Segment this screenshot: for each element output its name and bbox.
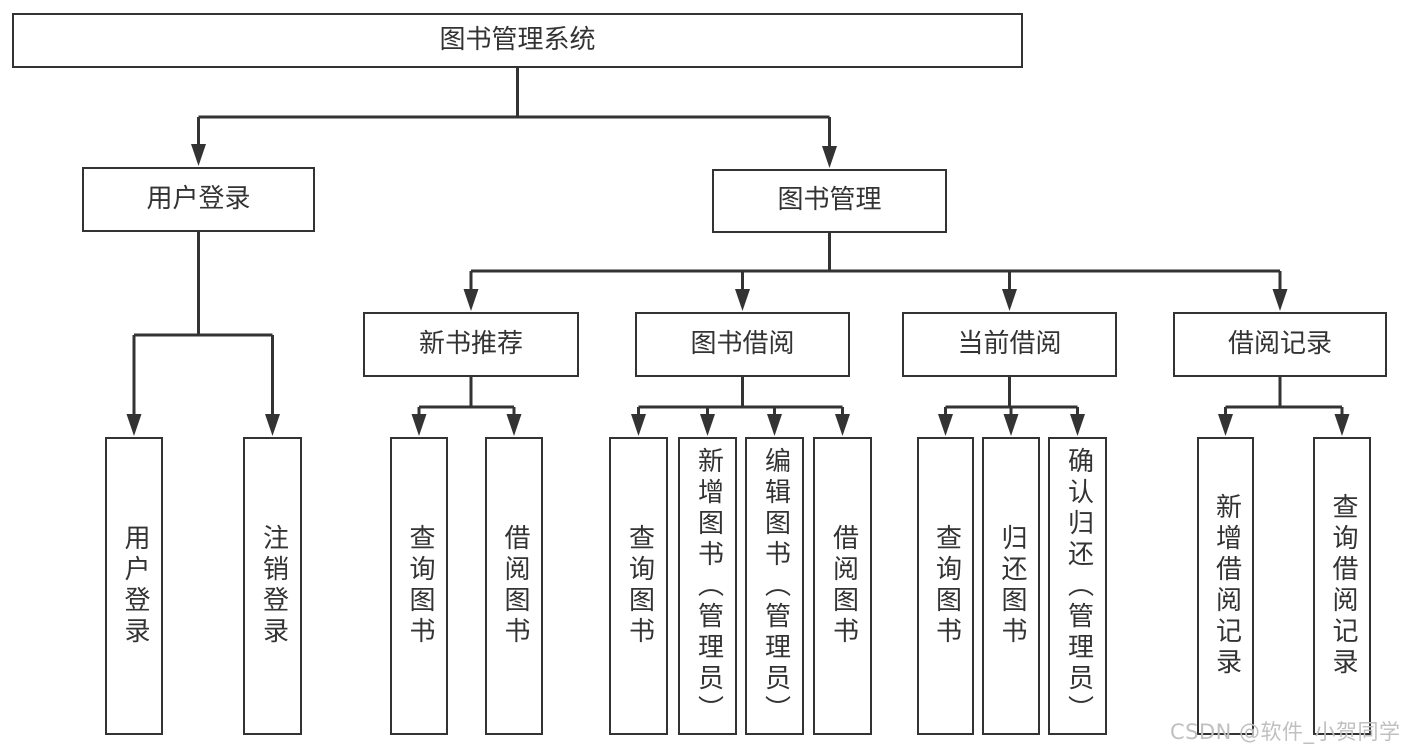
- leaf-add-borrow-record: 新增借阅记录: [1197, 437, 1254, 735]
- arrow-down-icon: [1334, 414, 1350, 436]
- arrow-down-icon: [767, 414, 782, 436]
- leaf-confirm-return-admin-label: 确认归还（管理员）: [1063, 446, 1094, 726]
- leaf-return-book: 归还图书: [982, 437, 1040, 735]
- leaf-return-book-label: 归还图书: [996, 524, 1027, 648]
- leaf-borrow-books-2-label: 借阅图书: [828, 524, 859, 648]
- leaf-edit-book-admin: 编辑图书（管理员）: [745, 437, 804, 735]
- leaf-user-login-label: 用户登录: [119, 524, 150, 648]
- node-user-login: 用户登录: [82, 167, 315, 232]
- leaf-query-books-3: 查询图书: [917, 437, 974, 735]
- leaf-edit-book-admin-label: 编辑图书（管理员）: [760, 446, 791, 726]
- connector-borrow-records-children: [1224, 377, 1344, 420]
- node-user-login-label: 用户登录: [146, 183, 251, 214]
- connector-user-login-children: [132, 232, 274, 420]
- node-book-borrow-label: 图书借阅: [690, 328, 795, 359]
- arrow-down-icon: [1070, 414, 1085, 436]
- leaf-user-login: 用户登录: [105, 437, 163, 735]
- arrow-down-icon: [835, 414, 850, 436]
- node-book-mgmt-label: 图书管理: [777, 185, 882, 216]
- leaf-borrow-books-2: 借阅图书: [813, 437, 872, 735]
- leaf-query-borrow-record-label: 查询借阅记录: [1327, 493, 1358, 679]
- node-new-book-rec-label: 新书推荐: [418, 328, 523, 359]
- leaf-borrow-books-1: 借阅图书: [485, 437, 543, 735]
- leaf-query-books-1-label: 查询图书: [404, 524, 435, 648]
- arrow-down-icon: [191, 144, 206, 166]
- node-borrow-records: 借阅记录: [1173, 312, 1387, 377]
- leaf-query-books-2-label: 查询图书: [624, 524, 655, 648]
- arrow-down-icon: [938, 414, 953, 436]
- arrow-down-icon: [700, 414, 715, 436]
- node-current-borrow: 当前借阅: [902, 312, 1117, 377]
- leaf-query-books-1: 查询图书: [390, 437, 448, 735]
- arrow-down-icon: [1272, 289, 1288, 311]
- leaf-query-books-2: 查询图书: [609, 437, 668, 735]
- node-current-borrow-label: 当前借阅: [957, 328, 1062, 359]
- node-borrow-records-label: 借阅记录: [1227, 328, 1332, 359]
- leaf-borrow-books-1-label: 借阅图书: [499, 524, 530, 648]
- connector-root-to-level2: [197, 68, 831, 152]
- connector-current-borrow-children: [944, 377, 1079, 420]
- connector-book-borrow-children: [637, 377, 844, 420]
- leaf-add-book-admin: 新增图书（管理员）: [678, 437, 737, 735]
- arrow-down-icon: [631, 414, 646, 436]
- watermark: CSDN @软件_小贺同学: [1170, 720, 1401, 744]
- leaf-add-book-admin-label: 新增图书（管理员）: [693, 446, 724, 726]
- connector-book-mgmt-children: [469, 233, 1282, 296]
- arrow-down-icon: [265, 414, 280, 436]
- arrow-down-icon: [822, 146, 837, 168]
- arrow-down-icon: [126, 414, 142, 436]
- node-new-book-rec: 新书推荐: [363, 312, 579, 377]
- leaf-confirm-return-admin: 确认归还（管理员）: [1048, 437, 1107, 735]
- leaf-query-borrow-record: 查询借阅记录: [1313, 437, 1371, 735]
- arrow-down-icon: [506, 414, 522, 436]
- arrow-down-icon: [1003, 414, 1019, 436]
- leaf-logout-label: 注销登录: [258, 524, 289, 648]
- connector-new-book-children: [417, 377, 516, 420]
- leaf-logout: 注销登录: [243, 437, 302, 735]
- node-book-mgmt: 图书管理: [712, 169, 947, 233]
- node-root: 图书管理系统: [12, 13, 1023, 68]
- arrow-down-icon: [735, 289, 750, 311]
- arrow-down-icon: [1002, 289, 1017, 311]
- node-book-borrow: 图书借阅: [635, 312, 850, 377]
- leaf-add-borrow-record-label: 新增借阅记录: [1211, 493, 1242, 679]
- node-root-label: 图书管理系统: [439, 24, 596, 55]
- arrow-down-icon: [463, 289, 479, 311]
- arrow-down-icon: [1218, 414, 1233, 436]
- arrow-down-icon: [411, 414, 427, 436]
- leaf-query-books-3-label: 查询图书: [931, 524, 962, 648]
